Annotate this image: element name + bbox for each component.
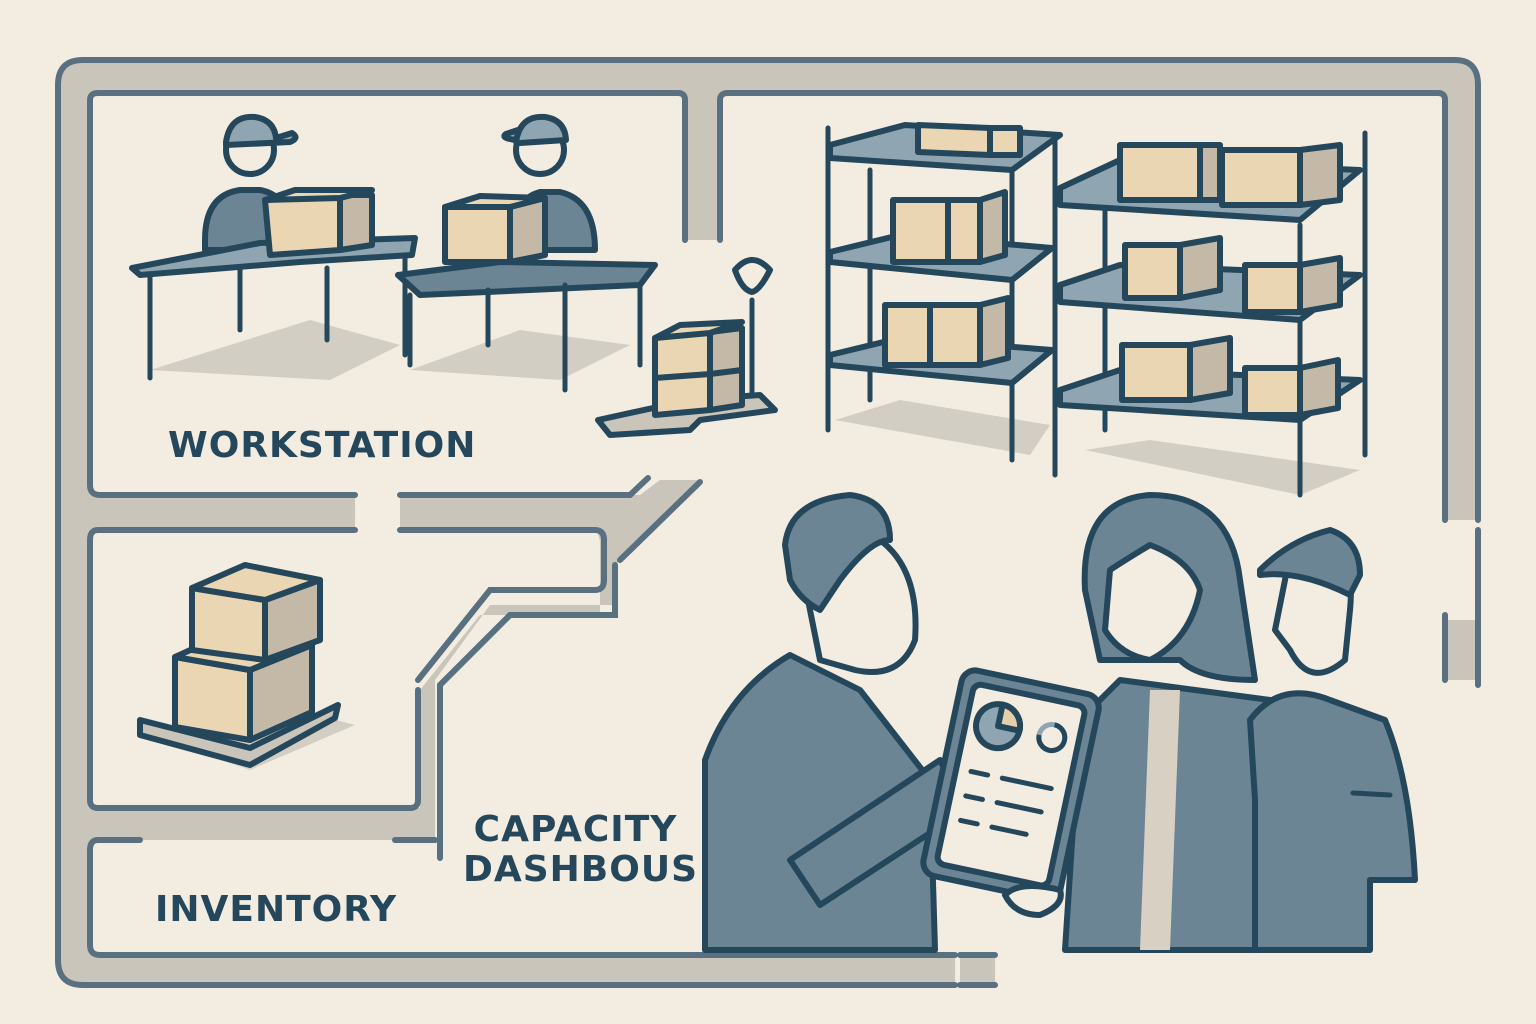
- dashboard-team: [702, 492, 1418, 953]
- worker-cap-man-icon: [1247, 527, 1418, 953]
- capacity-label-line1: CAPACITY: [473, 809, 678, 850]
- pie-chart-icon: [973, 701, 1024, 752]
- floor-plan-aisles: [55, 57, 1481, 988]
- pallet-jack-icon: [595, 257, 778, 438]
- zone-label-capacity-dashboard: CAPACITY DASHBOUS: [463, 809, 699, 890]
- zone-label-workstation: WORKSTATION: [168, 425, 477, 466]
- workstation-scene: [129, 113, 778, 438]
- shelving-racks: [825, 122, 1368, 498]
- tablet-dashboard: [920, 667, 1102, 903]
- inventory-pallet: [137, 562, 355, 770]
- zone-label-inventory: INVENTORY: [155, 889, 398, 930]
- capacity-label-line2: DASHBOUS: [463, 848, 699, 890]
- manager-woman-icon: [1062, 492, 1293, 953]
- ring-gauge-icon: [1036, 722, 1068, 754]
- manager-man-icon: [702, 492, 968, 953]
